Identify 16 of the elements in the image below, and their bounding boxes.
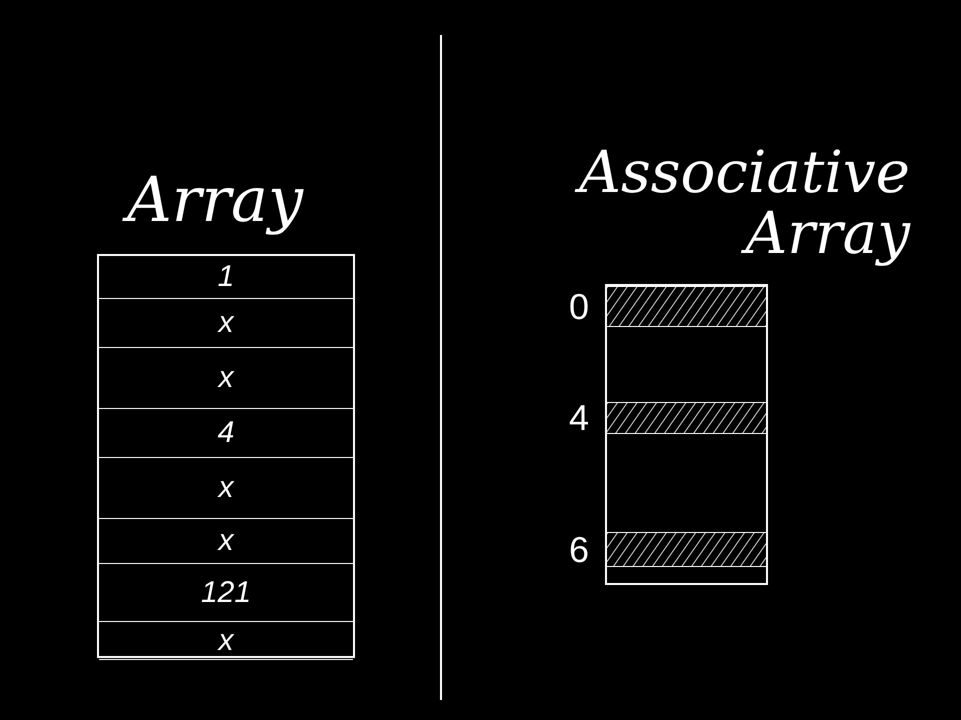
cell-value: x xyxy=(218,473,234,503)
index-label: 0 xyxy=(568,288,589,324)
index-label: 4 xyxy=(568,400,589,436)
hatched-band xyxy=(607,402,766,434)
heading: Array xyxy=(97,166,304,234)
cell-value: 121 xyxy=(200,578,252,608)
cell-value: x xyxy=(218,626,234,656)
cell-value: x xyxy=(218,526,234,556)
cell-value: x xyxy=(218,363,234,393)
hatched-band xyxy=(607,286,766,327)
cell-value: 4 xyxy=(218,418,234,448)
heading: Associative Array xyxy=(540,142,910,264)
cell-value: x xyxy=(218,308,234,338)
cell-value: 1 xyxy=(218,262,234,292)
hatched-band xyxy=(607,532,766,567)
index-label: 6 xyxy=(568,532,589,568)
